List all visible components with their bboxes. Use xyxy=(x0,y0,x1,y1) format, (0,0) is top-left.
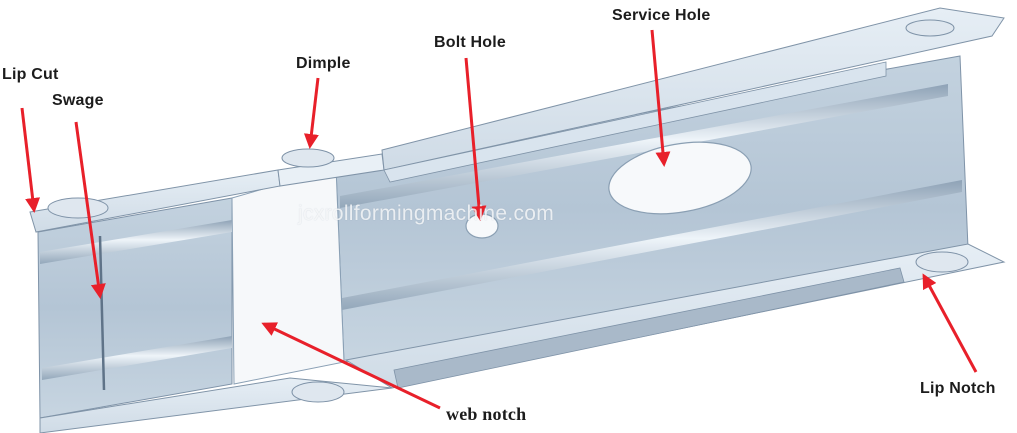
lip-cut-arrow xyxy=(20,107,41,213)
dimple-bottom xyxy=(291,381,345,403)
label-lip-notch: Lip Notch xyxy=(920,380,996,397)
bottom-lip-strip xyxy=(393,267,905,389)
dimple-top-left xyxy=(47,197,109,219)
rib-left-lower xyxy=(42,336,232,380)
bottom-flange xyxy=(39,243,1006,433)
rib-right-top xyxy=(340,84,948,208)
rib-right-middle xyxy=(342,180,962,310)
dimple-top-right xyxy=(905,19,955,37)
label-service-hole: Service Hole xyxy=(612,7,711,24)
top-flange xyxy=(29,7,1005,233)
dimple-top xyxy=(281,148,335,168)
watermark: jcxrollformingmachine.com xyxy=(298,202,555,225)
dimple-arrow xyxy=(303,77,320,149)
web-notch-arrow xyxy=(261,322,441,410)
label-lip-cut: Lip Cut xyxy=(2,66,59,83)
top-lip xyxy=(383,61,887,183)
label-web-notch: web notch xyxy=(446,404,527,424)
service-hole-arrow xyxy=(650,29,671,167)
swage-arrow xyxy=(74,121,106,299)
top-flange-right xyxy=(381,7,1005,171)
lip-notch-arrow xyxy=(922,273,978,373)
dimple-bottom-right xyxy=(915,251,969,273)
label-swage: Swage xyxy=(52,92,104,109)
swage-line xyxy=(98,235,106,391)
service-hole xyxy=(608,141,752,215)
bolt-hole-arrow xyxy=(464,57,487,221)
stiffening-ribs xyxy=(40,84,962,380)
web-notch xyxy=(231,167,345,385)
callout-arrows xyxy=(20,29,978,410)
label-dimple: Dimple xyxy=(296,55,351,72)
label-bolt-hole: Bolt Hole xyxy=(434,34,507,51)
rib-left-upper xyxy=(40,220,232,264)
